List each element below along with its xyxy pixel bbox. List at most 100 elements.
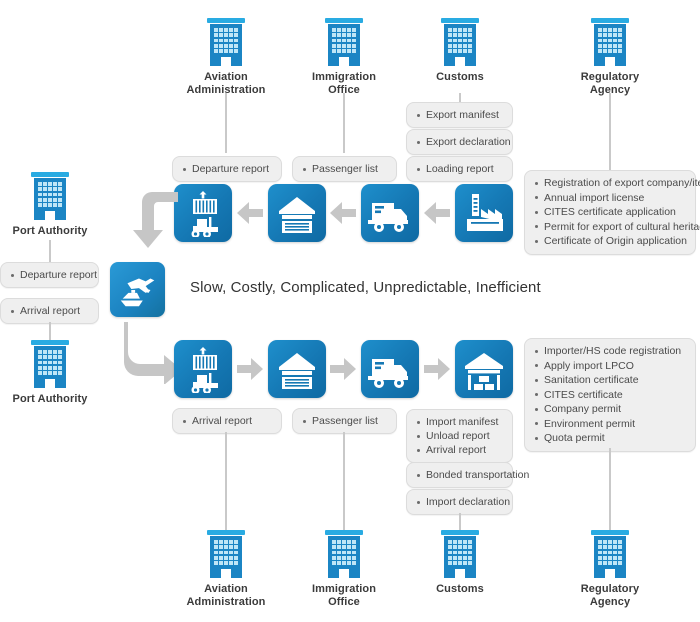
warehouse-icon [279, 353, 315, 389]
doc-item: Annual import license [534, 191, 686, 206]
doc-item: Passenger list [302, 162, 387, 176]
doc-box-arrival-report[interactable]: Arrival report [172, 408, 282, 434]
factory-icon [467, 194, 503, 231]
agency-node-port-authority-export[interactable]: Port Authority [0, 172, 110, 238]
doc-item: Loading report [416, 162, 503, 176]
flow-arrow-right [329, 358, 357, 380]
process-tile-factory-export[interactable] [455, 184, 513, 242]
agency-node-aviation-administration-top[interactable]: Aviation Administration [166, 18, 286, 97]
container-forklift-icon [191, 191, 218, 237]
warehouse-icon [279, 197, 315, 233]
agency-label: Aviation Administration [186, 71, 266, 96]
elbow-arrow-up-to-export [120, 188, 180, 250]
agency-label: Port Authority [12, 225, 88, 237]
building-icon [207, 530, 245, 578]
agency-label: Aviation Administration [186, 583, 266, 608]
process-tile-truck-export[interactable] [361, 184, 419, 242]
container-forklift-icon [191, 347, 218, 393]
doc-item: Apply import LPCO [534, 359, 686, 374]
doc-item: Import declaration [416, 495, 510, 509]
agency-label: Immigration Office [311, 583, 377, 608]
agency-label: Regulatory Agency [580, 71, 640, 96]
doc-box-port-departure-report[interactable]: Departure report [0, 262, 99, 288]
agency-node-port-authority-import[interactable]: Port Authority [0, 340, 110, 406]
building-icon [207, 18, 245, 66]
doc-box-port-arrival-report[interactable]: Arrival report [0, 298, 99, 324]
connector-line [225, 93, 227, 153]
connector-line [225, 432, 227, 530]
doc-item: Departure report [182, 162, 272, 176]
doc-box-bonded-transportation[interactable]: Bonded transportation [406, 462, 529, 488]
doc-box-regulatory-export-requirements[interactable]: Registration of export company/item Annu… [524, 170, 700, 255]
building-icon [591, 18, 629, 66]
doc-box-passenger-list[interactable]: Passenger list [292, 156, 397, 182]
elbow-arrow-down-to-import [118, 322, 188, 384]
agency-node-regulatory-agency-bottom[interactable]: Regulatory Agency [550, 530, 670, 609]
doc-box-passenger-list-import[interactable]: Passenger list [292, 408, 397, 434]
doc-box-export-manifest[interactable]: Export manifest [406, 102, 513, 128]
building-icon [441, 530, 479, 578]
doc-item: Certificate of Origin application [534, 234, 687, 249]
agency-node-customs-bottom[interactable]: Customs [400, 530, 520, 596]
doc-item: Environment permit [534, 417, 686, 432]
flow-arrow-left [329, 202, 357, 224]
warehouse-storage-icon [465, 353, 503, 390]
doc-item: Departure report [10, 268, 97, 282]
agency-label: Port Authority [12, 393, 88, 405]
process-tile-container-forklift-import[interactable] [174, 340, 232, 398]
process-tile-warehouse-export[interactable] [268, 184, 326, 242]
building-icon [325, 530, 363, 578]
connector-line [49, 322, 51, 342]
doc-box-import-manifest-group[interactable]: Import manifest Unload report Arrival re… [406, 409, 513, 463]
building-icon [31, 172, 69, 220]
doc-item: Importer/HS code registration [534, 344, 686, 359]
connector-line [49, 240, 51, 264]
connector-line [459, 93, 461, 103]
doc-item: Arrival report [182, 414, 272, 428]
building-icon [591, 530, 629, 578]
connector-line [343, 432, 345, 530]
doc-box-loading-report[interactable]: Loading report [406, 156, 513, 182]
building-icon [325, 18, 363, 66]
truck-icon [368, 203, 408, 232]
doc-item: Export manifest [416, 108, 503, 122]
process-tile-port-airport-hub[interactable] [110, 262, 165, 317]
flow-arrow-left [236, 202, 264, 224]
agency-node-immigration-office-bottom[interactable]: Immigration Office [284, 530, 404, 609]
agency-node-regulatory-agency-top[interactable]: Regulatory Agency [550, 18, 670, 97]
doc-item: Registration of export company/item [534, 176, 700, 191]
agency-label: Regulatory Agency [580, 583, 640, 608]
doc-box-export-declaration[interactable]: Export declaration [406, 129, 513, 155]
flow-arrow-right [423, 358, 451, 380]
agency-label: Immigration Office [311, 71, 377, 96]
doc-item: Quota permit [534, 431, 686, 446]
doc-item: Import manifest [416, 415, 503, 429]
doc-item: Arrival report [416, 443, 503, 457]
agency-node-customs-top[interactable]: Customs [400, 18, 520, 84]
doc-box-departure-report[interactable]: Departure report [172, 156, 282, 182]
doc-item: Arrival report [10, 304, 89, 318]
agency-label: Customs [436, 71, 484, 83]
connector-line [609, 448, 611, 530]
process-tile-warehouse-storage-import[interactable] [455, 340, 513, 398]
doc-item: Bonded transportation [416, 468, 529, 482]
doc-item: Export declaration [416, 135, 511, 149]
process-tile-truck-import[interactable] [361, 340, 419, 398]
agency-node-aviation-administration-bottom[interactable]: Aviation Administration [166, 530, 286, 609]
diagram-caption: Slow, Costly, Complicated, Unpredictable… [190, 279, 541, 296]
doc-box-regulatory-import-requirements[interactable]: Importer/HS code registration Apply impo… [524, 338, 696, 452]
process-tile-warehouse-import[interactable] [268, 340, 326, 398]
doc-item: Passenger list [302, 414, 387, 428]
connector-line [459, 513, 461, 530]
plane-ship-icon [120, 278, 154, 306]
connector-line [343, 93, 345, 153]
doc-item: CITES certificate [534, 388, 686, 403]
doc-item: Unload report [416, 429, 503, 443]
doc-box-import-declaration[interactable]: Import declaration [406, 489, 513, 515]
doc-item: Permit for export of cultural heritage [534, 220, 700, 235]
process-tile-container-forklift-export[interactable] [174, 184, 232, 242]
building-icon [441, 18, 479, 66]
agency-node-immigration-office-top[interactable]: Immigration Office [284, 18, 404, 97]
agency-label: Customs [436, 583, 484, 595]
